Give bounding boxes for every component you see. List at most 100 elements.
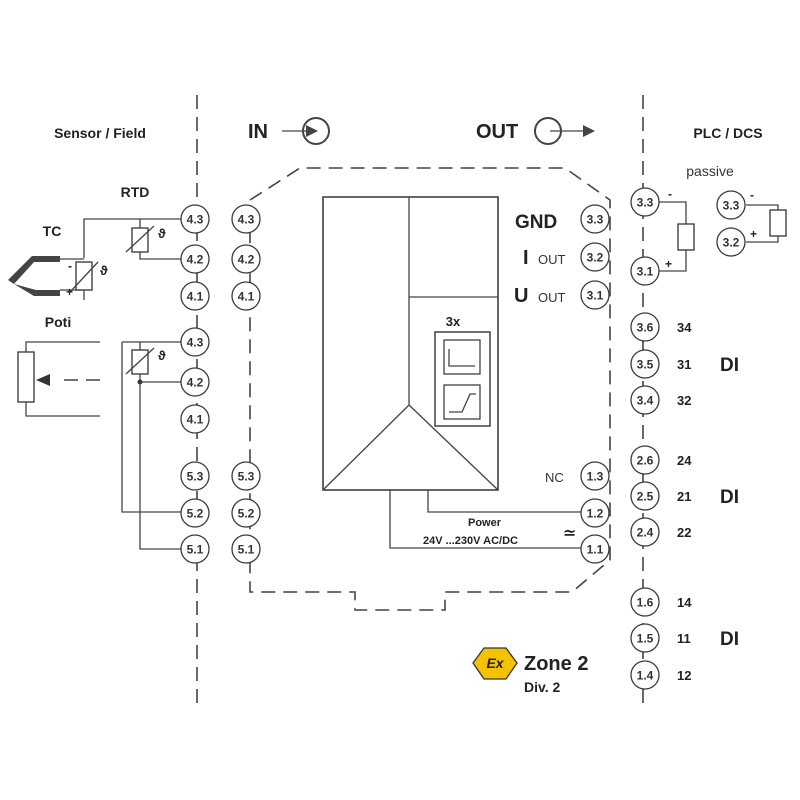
terminal-label: 5.1	[238, 543, 255, 557]
terminal-label: 3.3	[587, 213, 604, 227]
terminal-label: 5.3	[238, 470, 255, 484]
relay-contacts-icon	[434, 331, 491, 427]
terminal-label: 5.3	[187, 470, 204, 484]
di-terminal-1-5: 1.5	[630, 623, 660, 653]
field-terminal-4-2: 4.2	[180, 367, 210, 397]
field-terminal-4-2: 4.2	[180, 244, 210, 274]
field-terminal-5-2: 5.2	[180, 498, 210, 528]
poti-label: Poti	[45, 314, 71, 330]
output-terminal-1-3: 1.3	[580, 461, 610, 491]
di-terminal-3-5: 3.5	[630, 349, 660, 379]
relay-count-label: 3x	[446, 314, 461, 329]
power-label: Power	[468, 517, 502, 529]
power-wire-1	[427, 490, 583, 513]
field-terminal-4-1: 4.1	[180, 404, 210, 434]
power-wire-2	[389, 490, 583, 549]
input-terminal-4-3: 4.3	[231, 204, 261, 234]
supply-voltage-label: 24V ...230V AC/DC	[423, 535, 518, 547]
terminal-label: 5.1	[187, 543, 204, 557]
di-group-label: DI	[720, 355, 739, 376]
input-terminal-5-2: 5.2	[231, 498, 261, 528]
rtd-label: RTD	[121, 184, 150, 200]
terminal-label: 1.6	[637, 596, 654, 610]
terminal-label: 4.3	[187, 213, 204, 227]
di-contact-number: 22	[677, 525, 691, 540]
terminal-label: 1.4	[637, 669, 654, 683]
terminal-label: 4.1	[238, 290, 255, 304]
di-contact-number: 14	[677, 595, 692, 610]
u-out-subscript: OUT	[538, 290, 566, 305]
out-arrow-icon	[534, 117, 595, 145]
field-terminal-5-3: 5.3	[180, 461, 210, 491]
di-terminal-2-5: 2.5	[630, 481, 660, 511]
terminal-label: 4.1	[187, 413, 204, 427]
di-terminal-1-6: 1.6	[630, 587, 660, 617]
output-terminal-3-2: 3.2	[580, 242, 610, 272]
ex-zone-badge-icon: Ex	[472, 647, 518, 680]
out-label: OUT	[476, 121, 518, 143]
terminal-label: 4.1	[187, 290, 204, 304]
di-contact-number: 21	[677, 489, 691, 504]
terminal-label: 4.2	[187, 253, 204, 267]
terminal-label: 2.5	[637, 490, 654, 504]
tc-minus-sign: -	[68, 259, 72, 273]
field-terminal-4-3: 4.3	[180, 204, 210, 234]
terminal-label: 5.2	[238, 507, 255, 521]
plc-passive-load	[746, 204, 787, 243]
di-terminal-2-4: 2.4	[630, 517, 660, 547]
input-terminal-5-3: 5.3	[231, 461, 261, 491]
module-internal-block	[322, 196, 499, 491]
plc-passive-terminal-3-2: 3.2	[716, 227, 746, 257]
in-label: IN	[248, 121, 268, 143]
di-group-label: DI	[720, 487, 739, 508]
output-terminal-3-3: 3.3	[580, 204, 610, 234]
nc-label: NC	[545, 470, 564, 485]
terminal-label: 1.3	[587, 470, 604, 484]
terminal-label: 1.2	[587, 507, 604, 521]
output-terminal-3-1: 3.1	[580, 280, 610, 310]
tc-plus-sign: +	[66, 285, 73, 299]
di-terminal-3-4: 3.4	[630, 385, 660, 415]
plc-dcs-header: PLC / DCS	[693, 125, 762, 141]
terminal-label: 5.2	[187, 507, 204, 521]
plc-active-terminal-3-3: 3.3	[630, 187, 660, 217]
plc-passive-plus-sign: +	[750, 227, 757, 241]
output-terminal-1-1: 1.1	[580, 534, 610, 564]
rtd-sensor-wiring	[83, 218, 181, 260]
terminal-label: 3.1	[587, 289, 604, 303]
terminal-label: 3.1	[637, 265, 654, 279]
u-out-letter: U	[514, 285, 528, 307]
i-out-letter: I	[523, 247, 529, 269]
terminal-label: 3.6	[637, 321, 654, 335]
sensor-field-header: Sensor / Field	[54, 125, 146, 141]
plc-active-load	[658, 201, 695, 272]
field-terminal-4-3: 4.3	[180, 327, 210, 357]
terminal-blocks: 4.3 4.2 4.1 4.3 4.2 4.1 5.3 5.2 5.1 4.3 4.2 4.1 5.3 5…	[180, 187, 746, 690]
terminal-label: 2.4	[637, 526, 654, 540]
di-contact-number: 11	[677, 631, 691, 646]
plc-minus-sign: -	[668, 187, 672, 201]
zone-division: Div. 2	[524, 679, 561, 695]
di-terminal-1-4: 1.4	[630, 660, 660, 690]
di-contact-number: 32	[677, 393, 691, 408]
di-terminal-2-6: 2.6	[630, 445, 660, 475]
terminal-label: 4.2	[238, 253, 255, 267]
terminal-label: 3.3	[723, 199, 740, 213]
ex-symbol: Ex	[486, 655, 504, 671]
tc-label: TC	[43, 223, 62, 239]
input-terminal-4-1: 4.1	[231, 281, 261, 311]
plc-active-terminal-3-1: 3.1	[630, 256, 660, 286]
terminal-label: 3.5	[637, 358, 654, 372]
di-contact-number: 34	[677, 320, 692, 335]
rtd-theta-symbol: ϑ	[158, 226, 166, 241]
in-arrow-icon	[282, 117, 330, 145]
poti-sensor	[17, 341, 100, 417]
terminal-label: 1.1	[587, 543, 604, 557]
gnd-label: GND	[515, 212, 557, 233]
terminal-label: 4.3	[187, 336, 204, 350]
plc-passive-terminal-3-3: 3.3	[716, 190, 746, 220]
output-terminal-1-2: 1.2	[580, 498, 610, 528]
tc-theta-symbol: ϑ	[100, 263, 108, 278]
i-out-subscript: OUT	[538, 252, 566, 267]
